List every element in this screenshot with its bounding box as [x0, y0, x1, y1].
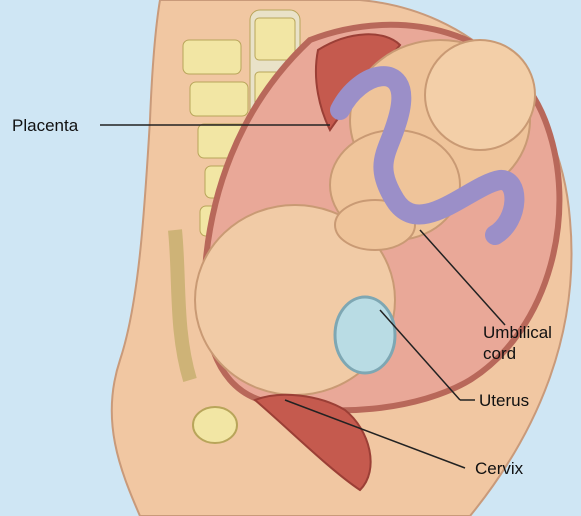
- bladder: [335, 297, 395, 373]
- cervix-label: Cervix: [475, 459, 523, 479]
- pubic-bone: [193, 407, 237, 443]
- uterus-label: Uterus: [479, 391, 529, 411]
- umbilical-cord-label-line1: Umbilical: [483, 323, 552, 343]
- umbilical-cord-label-line2: cord: [483, 344, 516, 364]
- placenta-label: Placenta: [12, 116, 78, 136]
